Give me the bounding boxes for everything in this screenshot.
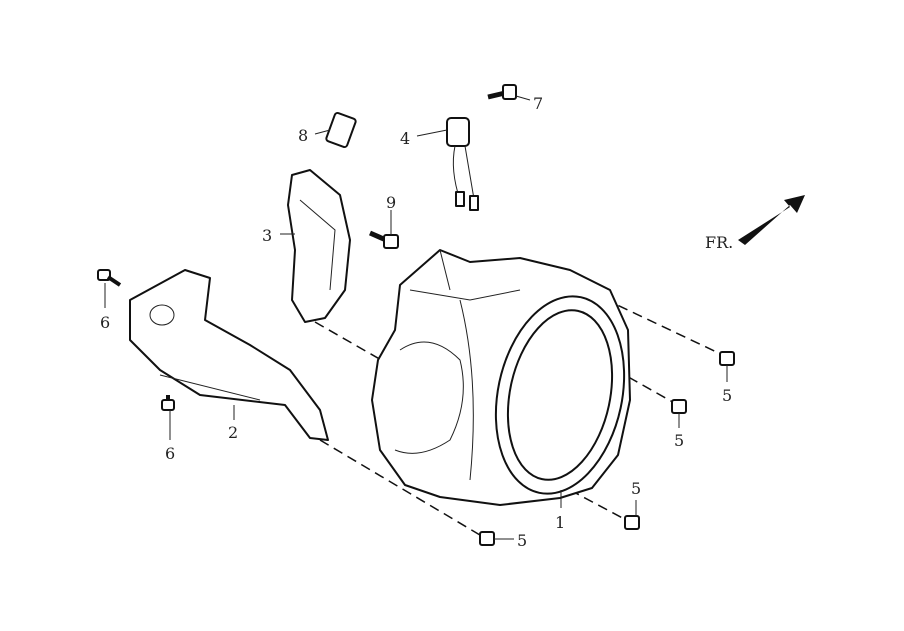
part-1-fan-shroud [371,249,631,506]
callout-2: 2 [228,423,238,442]
part-3-upper-cover [287,169,351,323]
callout-6: 6 [165,444,175,463]
part-8-switch [325,111,357,149]
callout-3: 3 [262,226,272,245]
callout-4: 4 [400,129,410,148]
callout-labels: 1 2 3 4 5 5 5 5 6 6 7 8 9 [100,94,732,550]
callout-5: 5 [631,479,641,498]
callout-5: 5 [722,386,732,405]
front-direction-arrow: FR. [705,195,805,252]
callout-9: 9 [386,193,396,212]
direction-label: FR. [705,233,733,252]
callout-8: 8 [298,126,308,145]
part-2-lower-cover [129,269,329,441]
part-7-bolt [487,84,517,100]
callout-7: 7 [533,94,543,113]
part-5-bolts [479,351,735,546]
part-9-bolt [368,230,399,249]
part-4-sensor-harness [446,117,479,211]
callout-5: 5 [674,431,684,450]
callout-1: 1 [555,513,565,532]
callout-5: 5 [517,531,527,550]
callout-6: 6 [100,313,110,332]
leader-lines [104,95,728,540]
part-6-bolts [97,269,175,411]
